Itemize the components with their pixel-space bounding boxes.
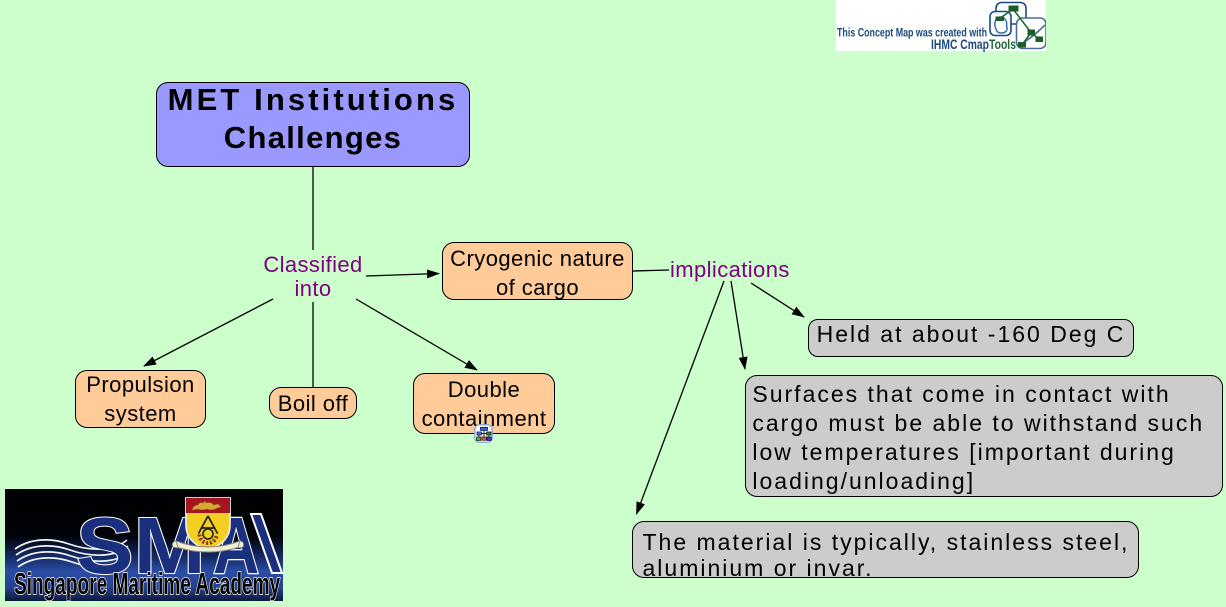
svg-text:This Concept Map was created w: This Concept Map was created with: [837, 26, 987, 40]
svg-text:Singapore Maritime Academy: Singapore Maritime Academy: [14, 567, 281, 601]
svg-text:SM: SM: [76, 501, 206, 590]
svg-text:Tools: Tools: [989, 37, 1016, 52]
svg-text:IHMC Cmap: IHMC Cmap: [931, 37, 989, 52]
